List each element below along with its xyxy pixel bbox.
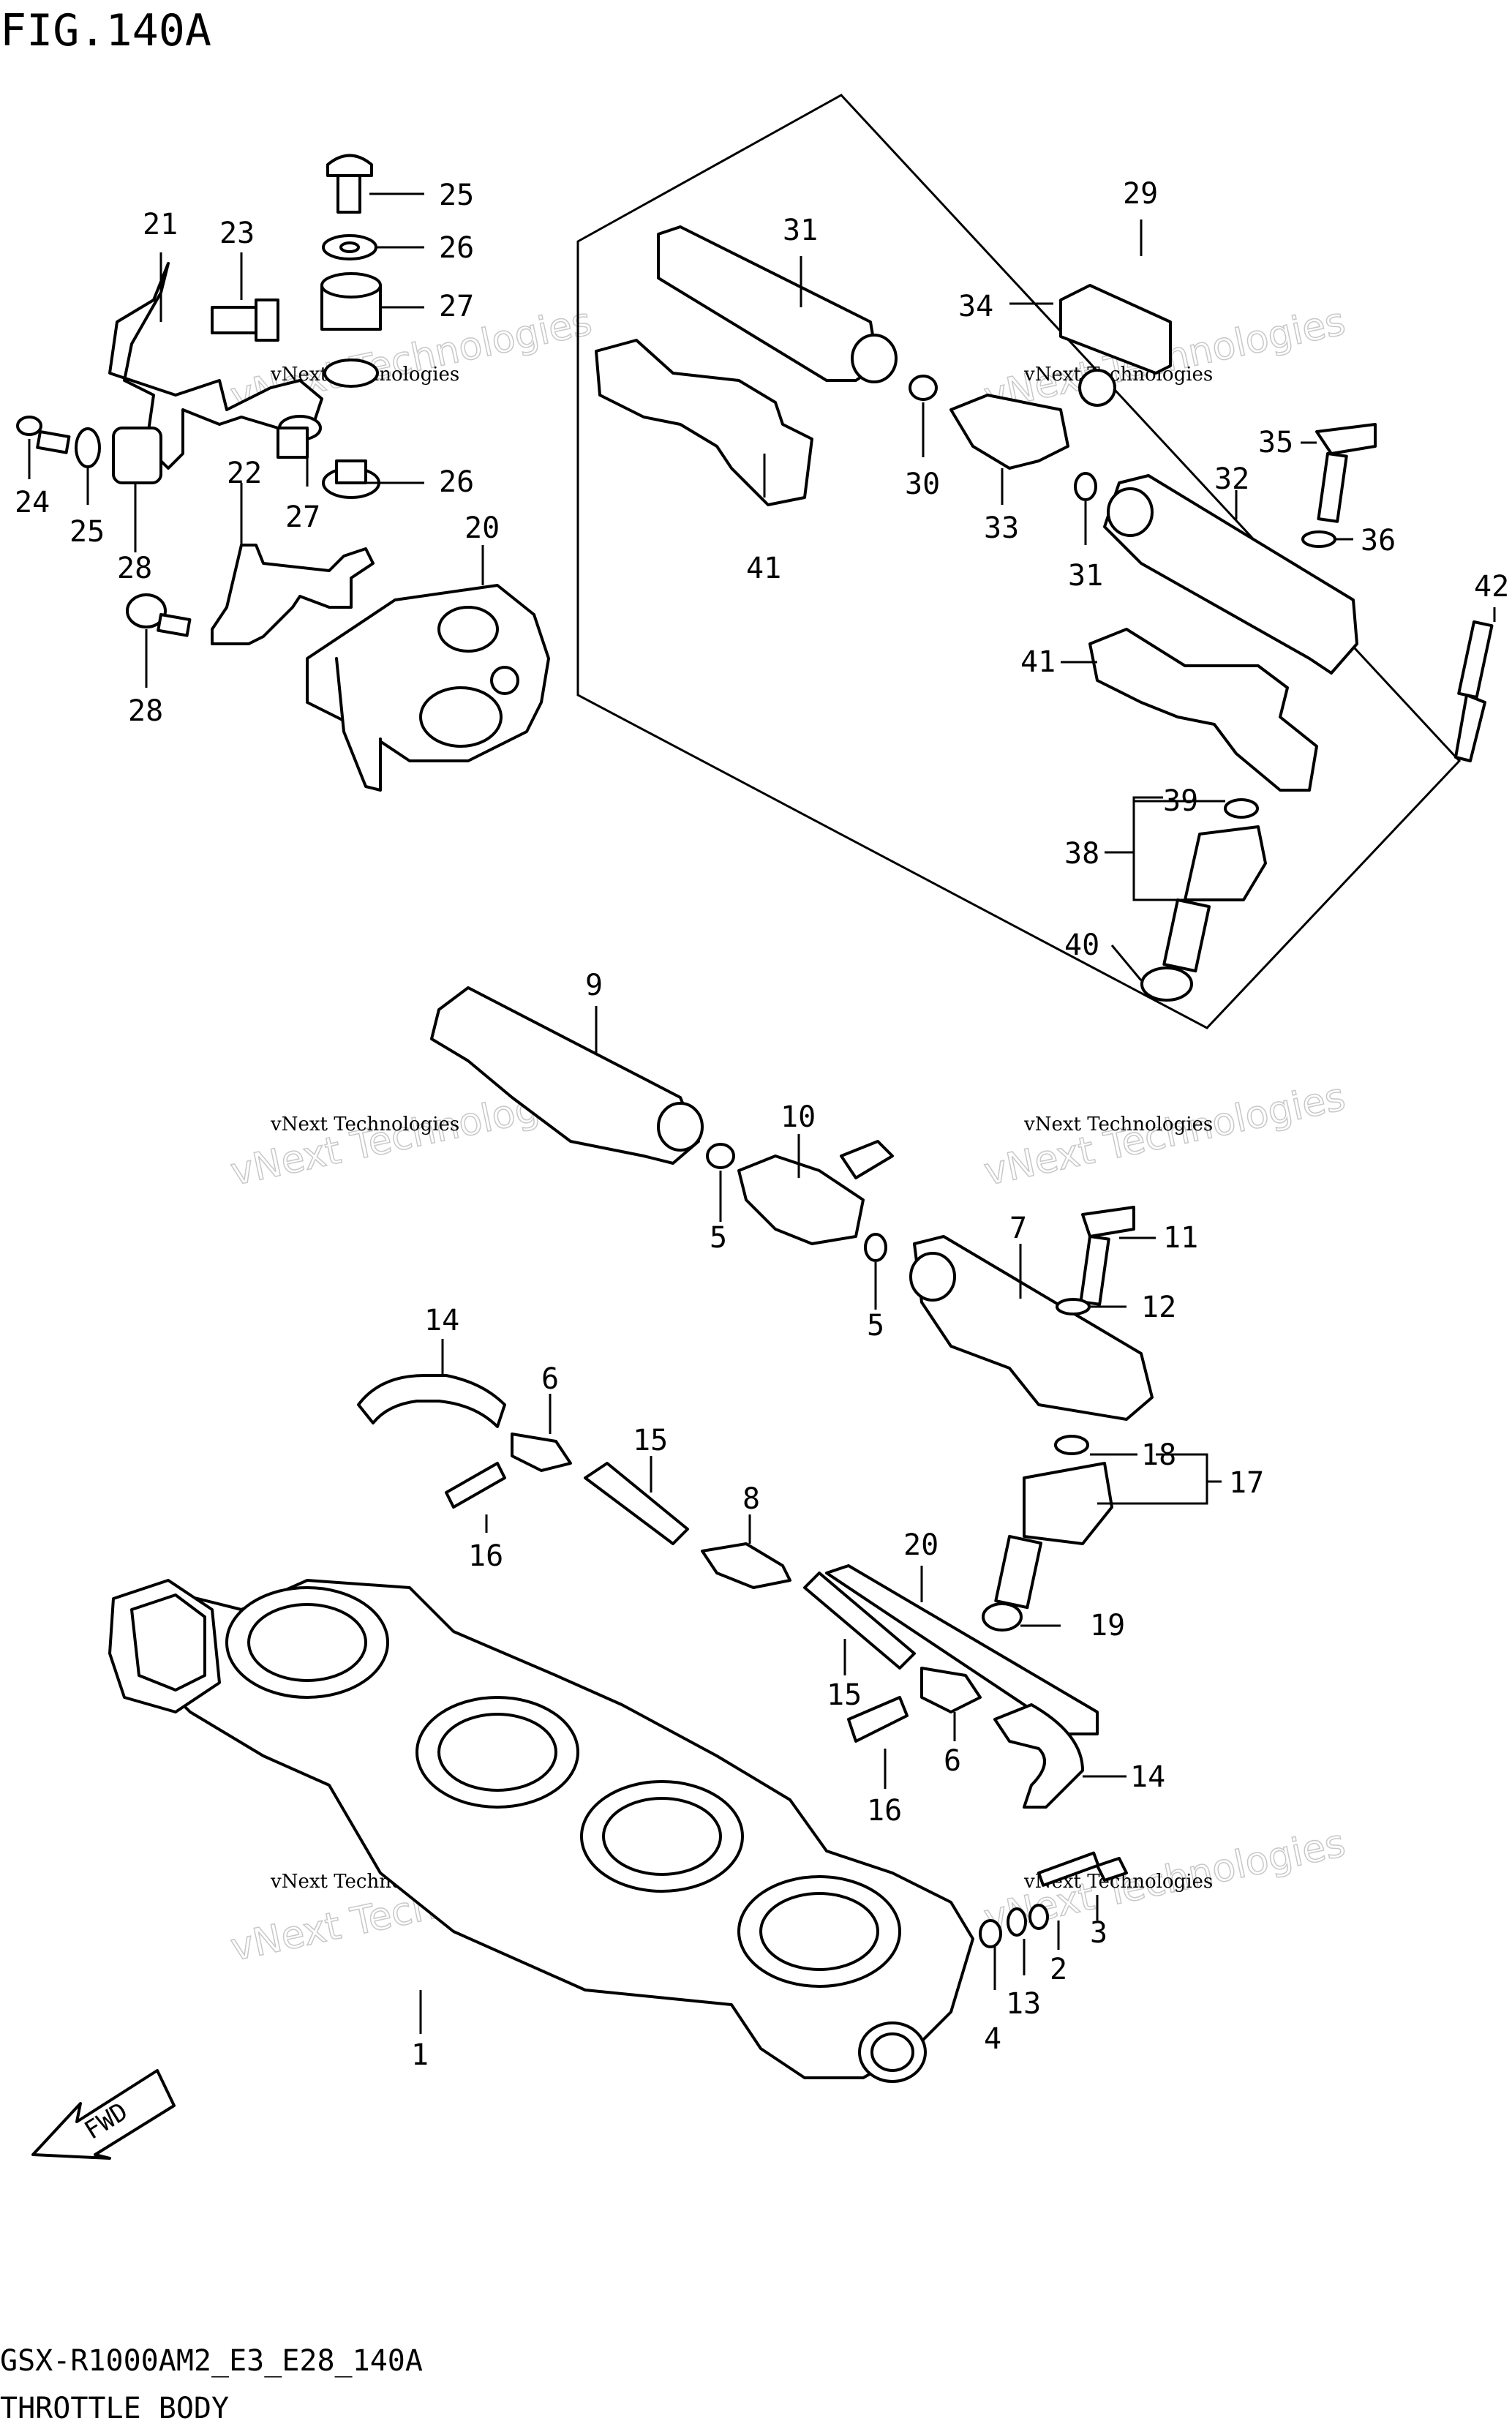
callout-13: 13 bbox=[1006, 1987, 1041, 2021]
watermark-text: vNext Technologies bbox=[1023, 1114, 1213, 1135]
callout-18: 18 bbox=[1141, 1438, 1176, 1472]
callout-5: 5 bbox=[710, 1221, 727, 1255]
callout-27: 26 bbox=[439, 465, 474, 499]
callout-8: 8 bbox=[742, 1482, 760, 1516]
callout-6: 6 bbox=[541, 1362, 559, 1396]
callout-27: 27 bbox=[285, 500, 320, 534]
callout-14: 14 bbox=[424, 1304, 459, 1337]
callout-40: 40 bbox=[1064, 928, 1099, 962]
callout-33: 32 bbox=[1214, 462, 1249, 496]
callout-28: 28 bbox=[117, 552, 152, 585]
callout-11: 11 bbox=[1163, 1221, 1198, 1255]
callout-15: 15 bbox=[827, 1678, 862, 1712]
injector-assembly-30 bbox=[595, 225, 1494, 1002]
callout-4: 4 bbox=[984, 2022, 1001, 2056]
callout-21: 20 bbox=[464, 511, 500, 545]
callout-20: 20 bbox=[903, 1528, 939, 1562]
callout-12: 12 bbox=[1141, 1291, 1176, 1324]
callout-16: 16 bbox=[867, 1794, 902, 1828]
callout-23: 22 bbox=[227, 457, 262, 490]
model-code: GSX-R1000AM2_E3_E28_140A bbox=[0, 2344, 423, 2378]
callout-32: 31 bbox=[783, 214, 818, 247]
callout-41: 41 bbox=[746, 552, 781, 585]
callout-26: 25 bbox=[69, 515, 105, 549]
sensor-bracket-group bbox=[16, 154, 550, 792]
callout-labels: 25 26 27 26 21 23 27 24 25 28 22 28 20 3… bbox=[15, 177, 1509, 2072]
callout-16: 16 bbox=[468, 1539, 503, 1573]
callout-25: 24 bbox=[15, 486, 50, 519]
callout-31: 31 bbox=[1068, 559, 1103, 593]
callout-35: 34 bbox=[958, 290, 993, 323]
throttle-body-1 bbox=[108, 1579, 974, 2083]
figure-title: FIG.140A bbox=[0, 5, 211, 56]
callout-42: 42 bbox=[1474, 570, 1509, 604]
fwd-arrow: FWD bbox=[31, 2069, 176, 2160]
callout-10: 10 bbox=[781, 1100, 816, 1134]
screw-set bbox=[979, 1851, 1128, 1948]
leader-lines bbox=[28, 192, 1496, 2034]
callout-30: 29 bbox=[1123, 177, 1158, 211]
callout-6: 6 bbox=[944, 1744, 961, 1778]
callout-28: 27 bbox=[439, 290, 474, 323]
callout-25: 25 bbox=[439, 179, 474, 212]
callout-7: 7 bbox=[1009, 1212, 1027, 1245]
callout-24: 23 bbox=[219, 217, 255, 250]
callout-3: 3 bbox=[1090, 1916, 1107, 1950]
callout-5: 5 bbox=[867, 1309, 884, 1343]
watermark-text: vNext Technologies bbox=[1023, 364, 1213, 386]
callout-38: 38 bbox=[1064, 837, 1099, 871]
callout-17: 17 bbox=[1229, 1466, 1264, 1500]
callout-1: 1 bbox=[411, 2038, 429, 2072]
section-name: THROTTLE BODY bbox=[0, 2392, 229, 2425]
callout-36: 35 bbox=[1258, 426, 1293, 459]
watermark-text: vNext Technologies bbox=[270, 1114, 459, 1135]
callout-15: 15 bbox=[633, 1424, 668, 1457]
callout-9: 9 bbox=[585, 969, 603, 1002]
callout-2: 2 bbox=[1050, 1953, 1067, 1986]
assembly-box-30 bbox=[576, 94, 1462, 1029]
callout-22: 21 bbox=[143, 208, 178, 241]
callout-34: 33 bbox=[984, 511, 1019, 545]
callout-26: 26 bbox=[439, 231, 474, 265]
callout-29: 28 bbox=[128, 694, 163, 728]
callout-14: 14 bbox=[1130, 1760, 1165, 1794]
callout-31: 30 bbox=[905, 468, 940, 501]
callout-41: 41 bbox=[1020, 645, 1056, 679]
hose-group bbox=[357, 1374, 1099, 1809]
callout-39: 39 bbox=[1163, 784, 1198, 818]
callout-19: 19 bbox=[1090, 1609, 1125, 1643]
fuel-rail-group bbox=[430, 986, 1154, 1632]
callout-37: 36 bbox=[1361, 524, 1396, 557]
